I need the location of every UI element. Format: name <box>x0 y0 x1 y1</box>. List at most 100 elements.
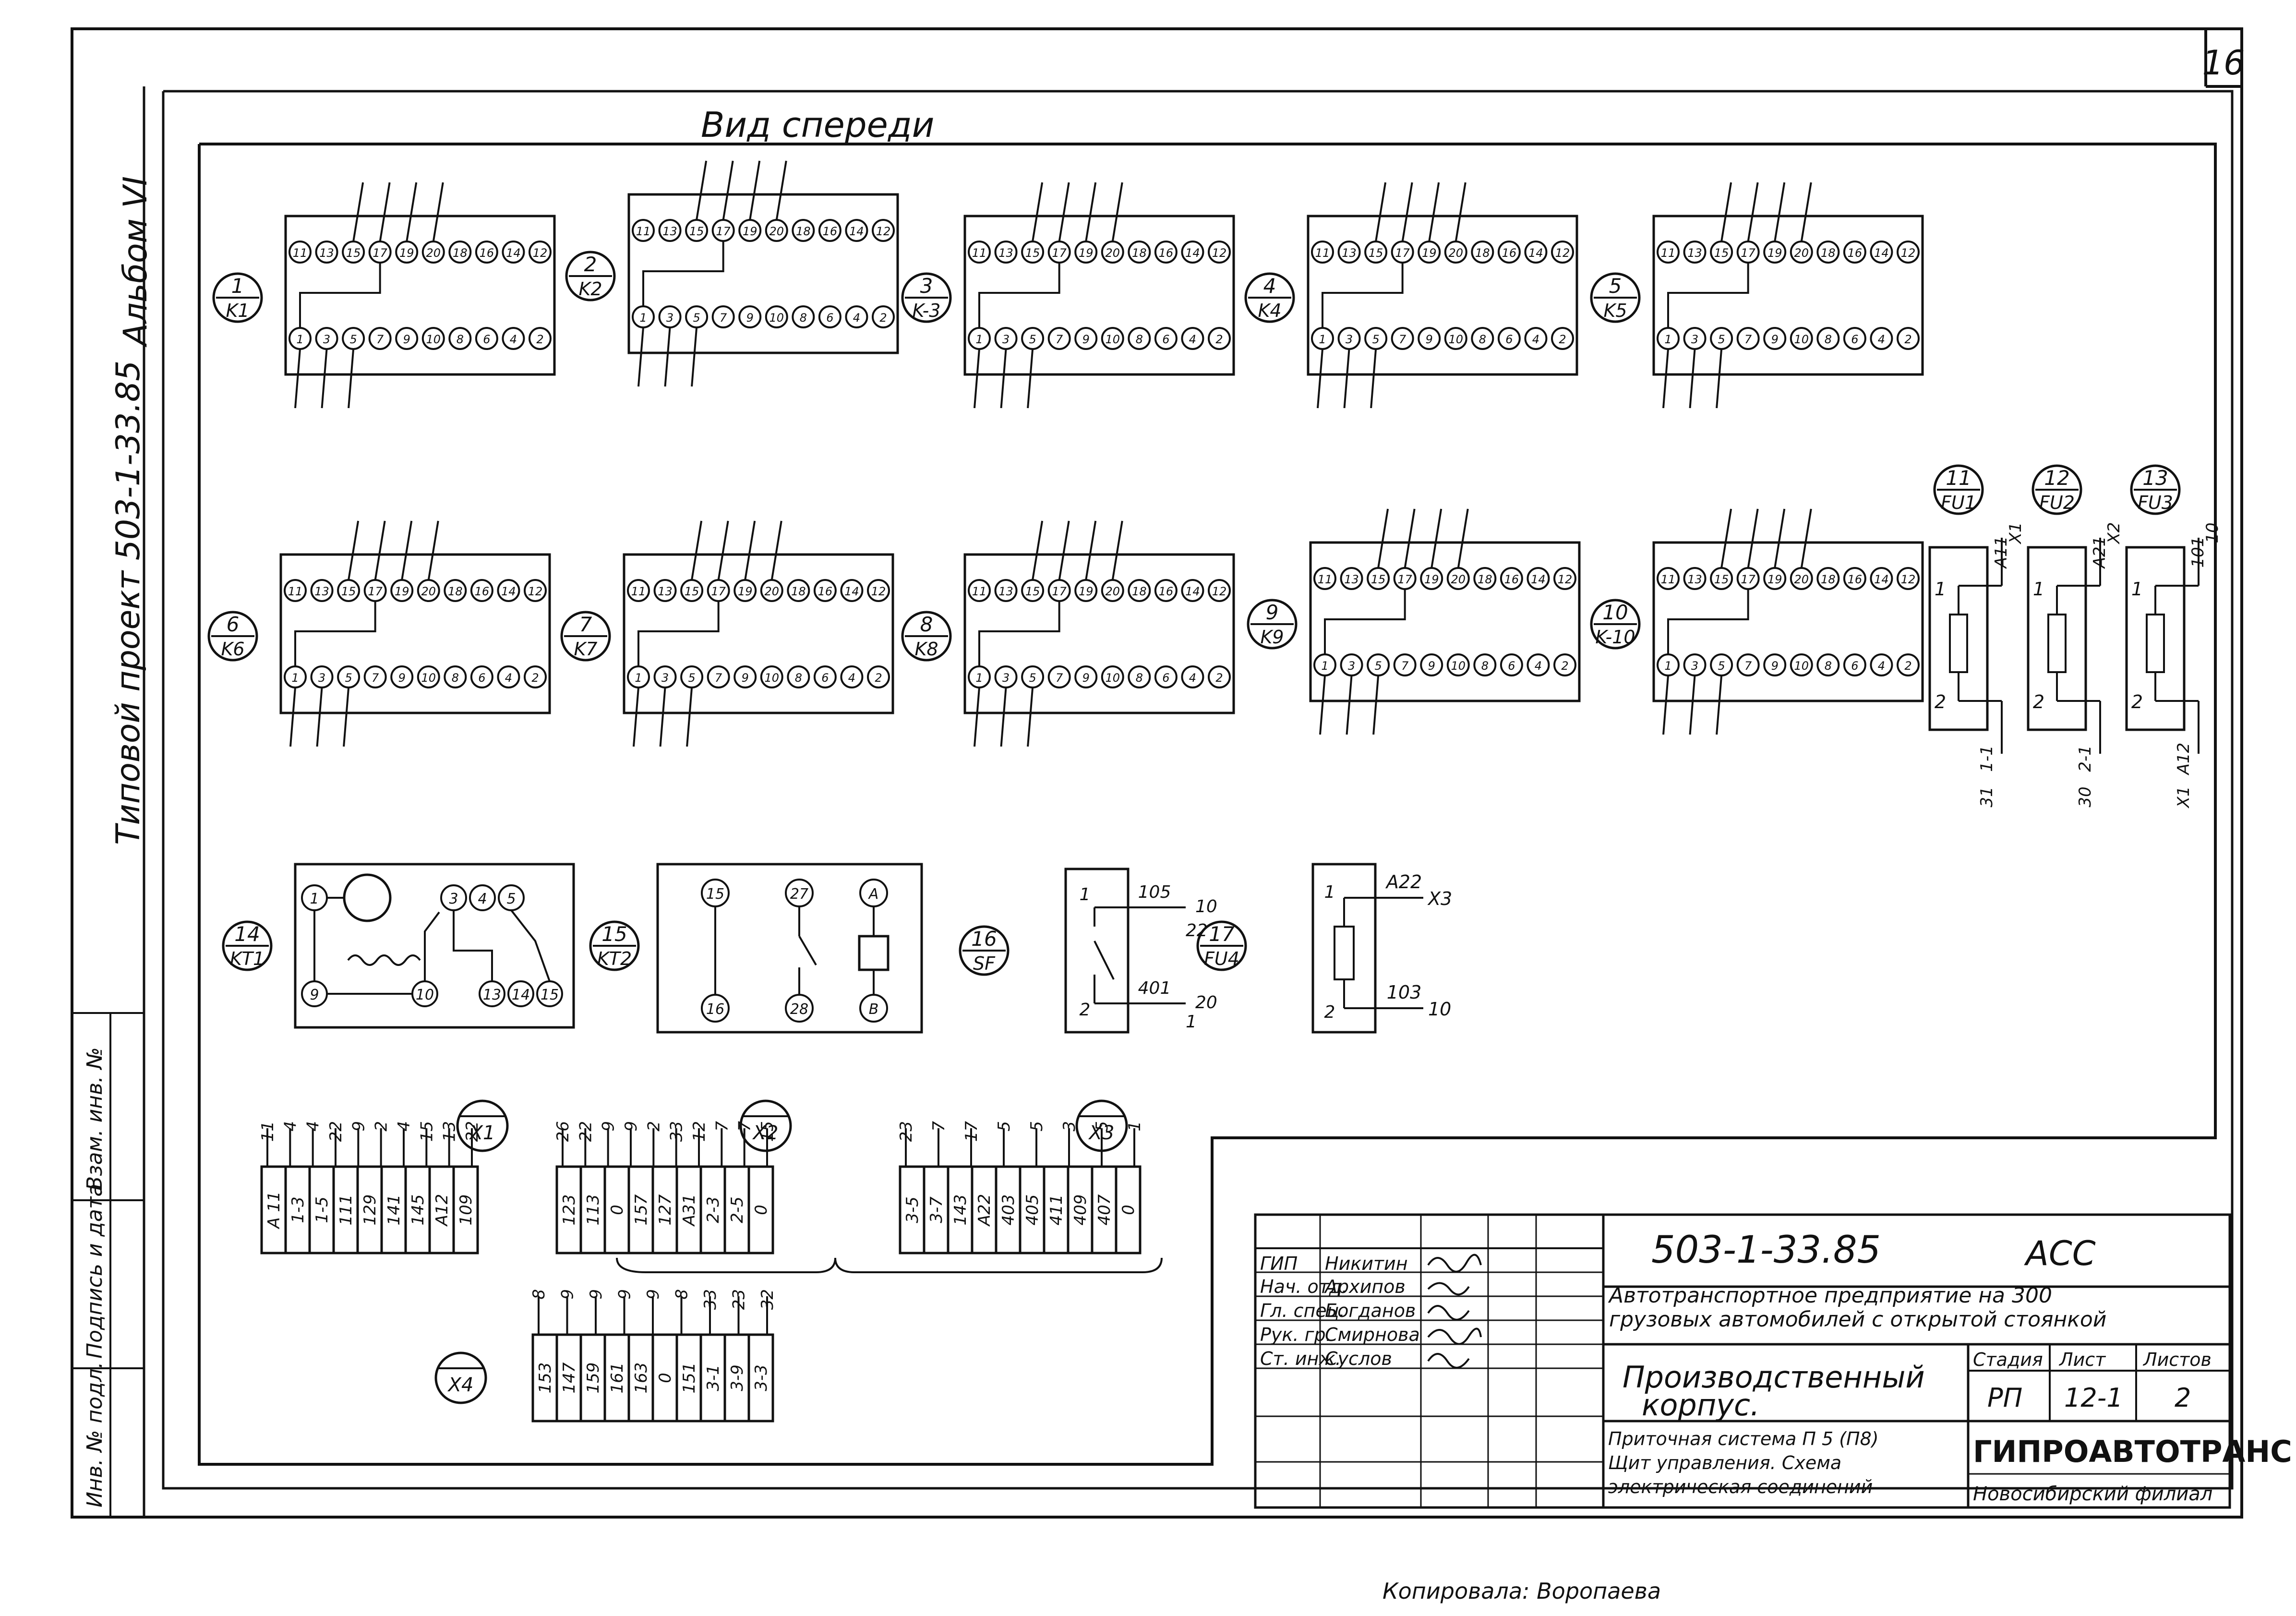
relay-wire-lead <box>343 687 350 747</box>
relay-pin-top <box>1313 567 1336 590</box>
relay-pin-top <box>627 579 650 602</box>
fuses-layer: 12A11X11-13111FU112A21X22-13012FU2121011… <box>1928 464 2222 809</box>
relay-pin-bottom <box>1870 653 1893 676</box>
sheets-label: Листов <box>2142 1349 2212 1370</box>
terminal-cell-label: A12 <box>433 1194 452 1227</box>
relay-pin-label: 11 <box>1315 246 1330 260</box>
relay-pin-label: 15 <box>341 585 356 598</box>
relay-internal-wire <box>1667 263 1749 328</box>
fuse-wire-label: X1 <box>2174 786 2193 809</box>
relay-pin-bottom <box>1473 653 1497 676</box>
relay-pin-label: 4 <box>1189 671 1196 685</box>
terminal-wire-label: 4 <box>304 1121 323 1132</box>
relay-pin-label: 16 <box>1159 585 1174 598</box>
relay-pin-label: 14 <box>1528 246 1543 260</box>
relay-pin-top <box>1154 579 1178 602</box>
relay-body <box>1307 215 1578 376</box>
relay-wire-lead <box>1085 182 1097 242</box>
relay-wire-lead <box>1716 675 1723 735</box>
relay-pin-label: 12 <box>1558 573 1573 586</box>
relay-wire-lead <box>316 687 323 747</box>
relay-pin-label: 10 <box>426 333 441 346</box>
relay-pin-bottom <box>1843 327 1866 350</box>
relay-pin-label: 2 <box>1215 671 1223 685</box>
relay-pin-top <box>1683 241 1707 264</box>
relay-pin-label: 19 <box>1424 573 1439 586</box>
relay-pin-label: 16 <box>1504 573 1519 586</box>
relay-pin-label: 9 <box>742 671 749 685</box>
relay-pin-bottom <box>818 305 841 328</box>
relay-pin-label: 9 <box>1426 333 1433 346</box>
relay-pin-label: 15 <box>1714 573 1729 586</box>
relay-pin-label: 9 <box>1082 671 1090 685</box>
relay-pin-label: 14 <box>849 225 864 238</box>
relay-pin-bottom <box>448 327 472 350</box>
relay-pin-label: 15 <box>346 246 361 260</box>
relay-pin-label: 19 <box>395 585 409 598</box>
relay-pin-label: 4 <box>505 671 512 685</box>
relay-pin-label: 18 <box>1475 246 1490 260</box>
relay-pin-label: 3 <box>1002 671 1010 685</box>
relay-position-marker: 4K4 <box>1244 272 1295 323</box>
terminal-wire-label: 15 <box>417 1121 436 1142</box>
switch-pin-label: 1 <box>1080 885 1091 904</box>
terminal-cell-label: 127 <box>656 1194 675 1225</box>
terminal-cell-label: 0 <box>656 1373 675 1383</box>
position-circle <box>2130 464 2181 515</box>
timer-pin-label: 3 <box>449 891 458 907</box>
position-circle <box>901 611 952 662</box>
position-number: 17 <box>1209 922 1235 946</box>
relay-pin-label: 14 <box>1185 585 1200 598</box>
relay-wire-lead <box>1111 520 1123 580</box>
relay-position-marker: 8K8 <box>901 611 952 662</box>
relay-pin-top <box>658 219 682 242</box>
relay-pin-label: 10 <box>421 671 436 685</box>
relay-pin-bottom <box>1074 665 1098 688</box>
relay-pin-label: 11 <box>636 225 651 238</box>
position-code: K-3 <box>913 300 941 321</box>
relay-pin-label: 7 <box>1399 333 1406 346</box>
relay-wire-lead <box>1343 349 1350 409</box>
relay-pin-label: 6 <box>1162 333 1169 346</box>
relay-pin-top <box>1657 567 1680 590</box>
fuse-wire-label: 2-1 <box>2076 745 2095 772</box>
relay-pin-top <box>1870 567 1893 590</box>
relay-pin-label: 16 <box>818 585 833 598</box>
relay-pin-bottom <box>1074 327 1098 350</box>
timer-pin-label: A <box>868 886 879 903</box>
relay-pin-label: 11 <box>293 246 308 260</box>
fuse-wire-label: 103 <box>1387 982 1422 1003</box>
relay-pin-top <box>787 579 810 602</box>
terminal-cell-label: 111 <box>337 1194 356 1226</box>
relay-pin-label: 5 <box>1718 333 1725 346</box>
terminal-cell-label: 3-9 <box>728 1364 747 1391</box>
relay-pin-top <box>792 219 815 242</box>
relay-pin-top <box>632 219 655 242</box>
terminal-cell-label: 143 <box>951 1194 970 1226</box>
copyist-note: Копировала: Воропаева <box>1382 1578 1661 1604</box>
fuse-wire-label: A21 <box>2090 536 2109 569</box>
relay-pin-bottom <box>1393 653 1417 676</box>
relay-pin-label: 3 <box>1691 659 1698 673</box>
relay-pin-top <box>1843 241 1866 264</box>
relay-pin-bottom <box>1101 665 1124 688</box>
switch-contact <box>1094 941 1115 980</box>
terminal-wire-label: 23 <box>730 1289 749 1310</box>
relay-wire-lead <box>1800 508 1812 568</box>
terminal-wire-label: 17 <box>962 1121 981 1142</box>
relay-pin-top <box>1897 241 1920 264</box>
fuse-wire-label: A11 <box>1992 536 2011 569</box>
timer-motor <box>343 873 392 922</box>
timer-pin <box>507 980 534 1007</box>
timer-pin-label: 9 <box>310 987 319 1003</box>
relay-pin-label: 20 <box>769 225 784 238</box>
relay-pin-top <box>310 579 334 602</box>
relay-pin-bottom <box>813 665 837 688</box>
relay-pin-bottom <box>1763 653 1787 676</box>
